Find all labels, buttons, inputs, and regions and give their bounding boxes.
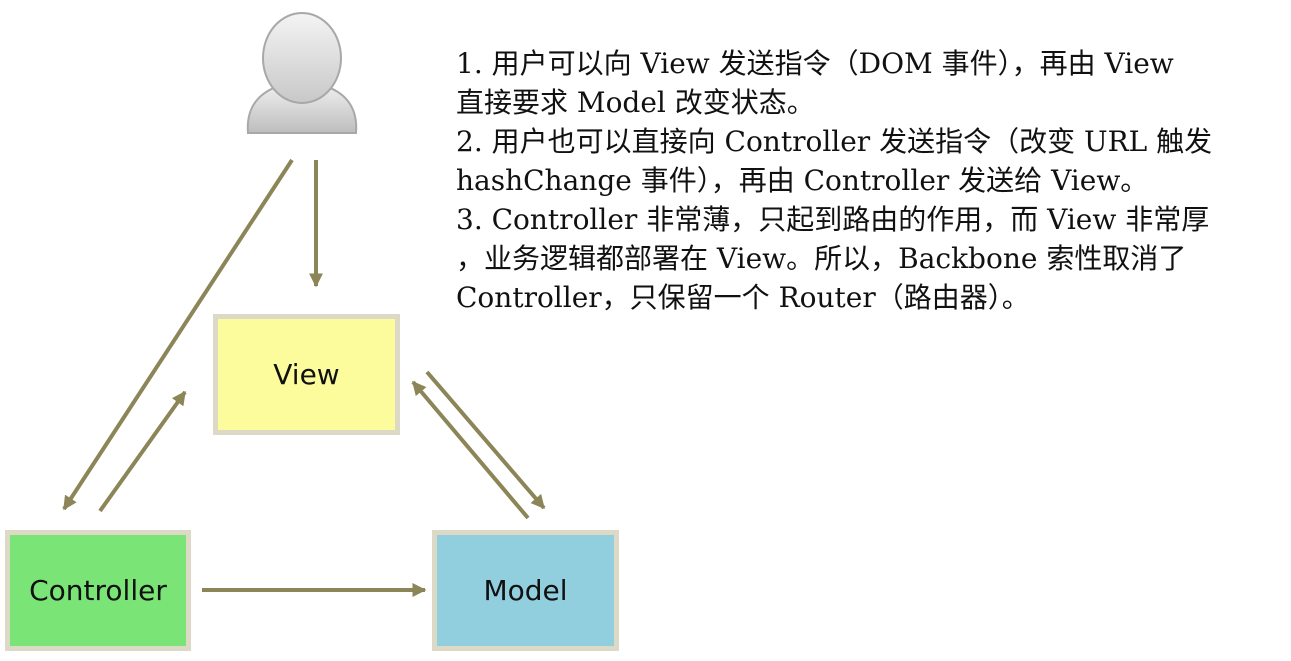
view-box: View: [213, 314, 400, 435]
note-line: hashChange 事件），再由 Controller 发送给 View。: [456, 164, 1149, 197]
controller-label: Controller: [29, 574, 167, 607]
model-label: Model: [483, 574, 568, 607]
arrow-user-to-controller: [62, 158, 294, 511]
model-box: Model: [432, 530, 619, 651]
mvc-diagram: [62, 12, 546, 597]
note-line: Controller，只保留一个 Router（路由器）。: [456, 281, 1030, 314]
user-icon: [246, 12, 358, 134]
note-line: 2. 用户也可以直接向 Controller 发送指令（改变 URL 触发: [456, 125, 1213, 158]
arrow-controller-to-view: [98, 390, 187, 513]
note-line: ，业务逻辑都部署在 View。所以，Backbone 索性取消了: [456, 242, 1187, 275]
explanation-text: 1. 用户可以向 View 发送指令（DOM 事件），再由 View 直接要求 …: [456, 44, 1291, 317]
arrow-model-to-view: [411, 380, 530, 520]
note-line: 1. 用户可以向 View 发送指令（DOM 事件），再由 View: [456, 47, 1174, 80]
controller-box: Controller: [5, 530, 191, 651]
view-label: View: [273, 358, 340, 391]
note-line: 直接要求 Model 改变状态。: [456, 86, 815, 119]
note-line: 3. Controller 非常薄，只起到路由的作用，而 View 非常厚: [456, 203, 1210, 236]
arrow-view-to-model: [425, 370, 546, 510]
